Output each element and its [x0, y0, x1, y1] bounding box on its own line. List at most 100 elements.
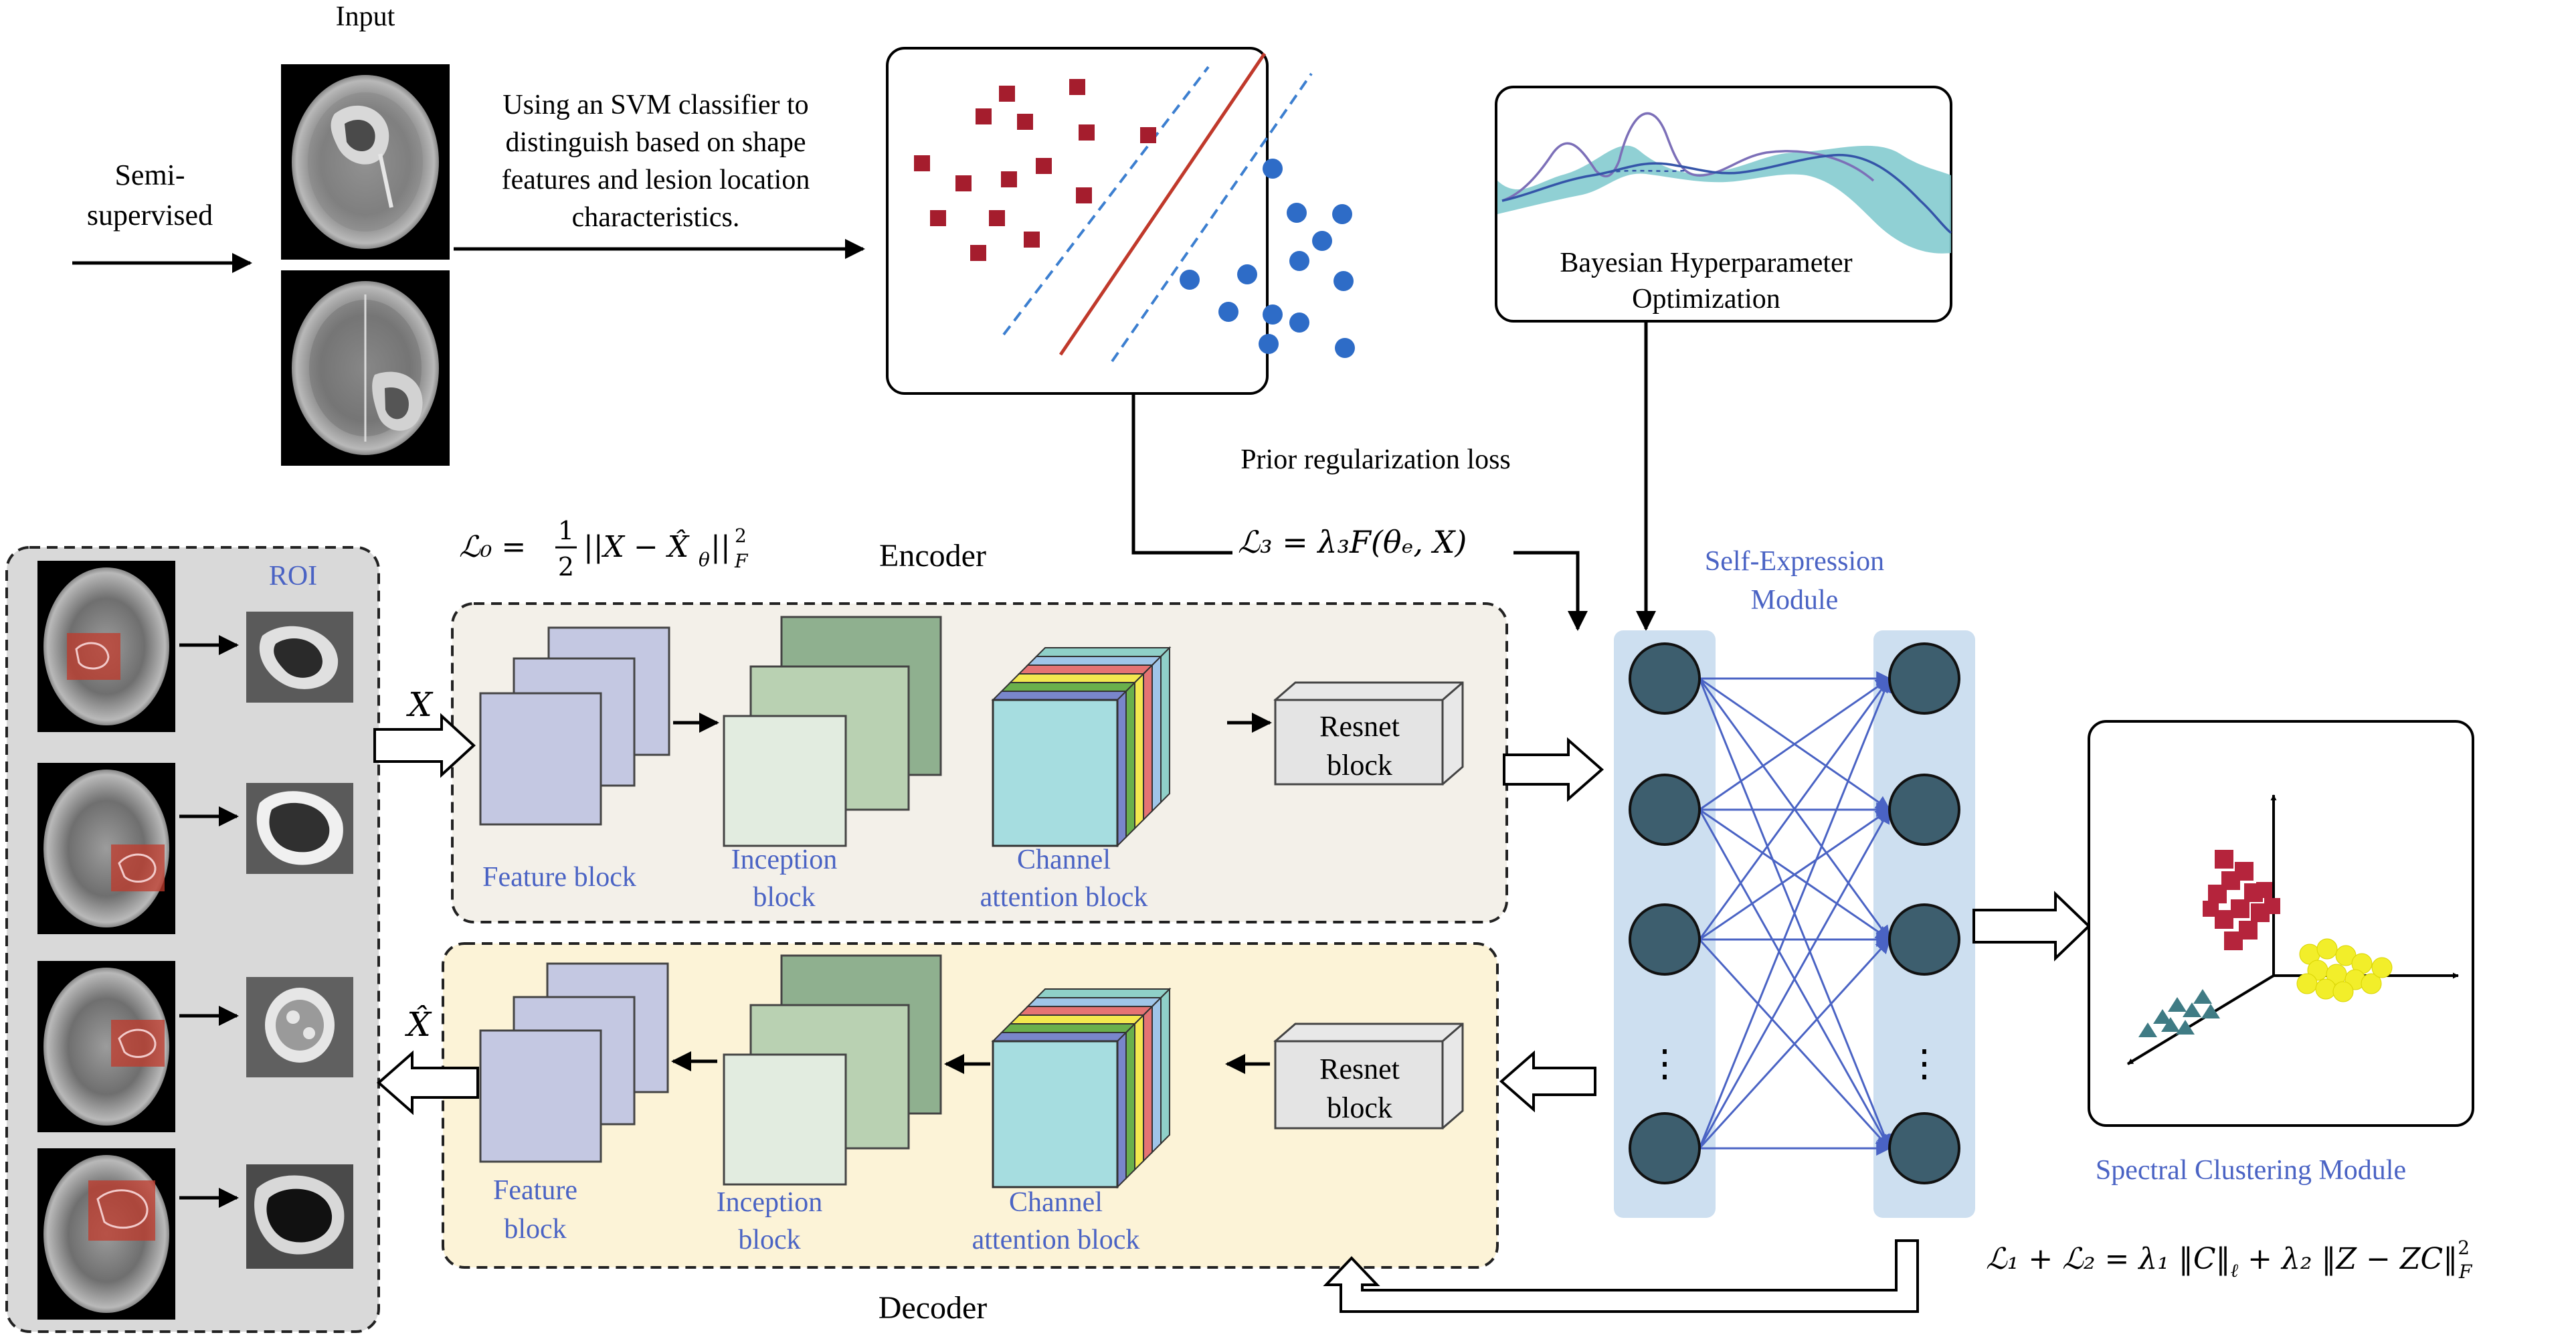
- svm-margin-upper: [1002, 66, 1210, 336]
- bayesian-target-curve: [1501, 112, 1875, 202]
- equation-l0-rhs: ||X − X̂: [583, 529, 690, 564]
- svm-box: [886, 47, 1269, 395]
- decoder-feature-label-2: block: [504, 1214, 566, 1245]
- self-expression-node-left: [1629, 903, 1701, 976]
- self-expression-to-spectral-arrow: [1972, 891, 2091, 962]
- self-expression-edge: [1699, 677, 1891, 811]
- decoder-feature-label-1: Feature: [493, 1175, 577, 1206]
- self-expression-edge: [1698, 938, 1891, 1150]
- decoder-resnet-block: [1273, 1022, 1464, 1130]
- channel-stripe-top: [1017, 664, 1154, 675]
- self-expression-node-right: [1888, 642, 1960, 715]
- equation-l12-sup: 2: [2458, 1237, 2470, 1259]
- decoder-channel-label-1: Channel: [1009, 1187, 1103, 1218]
- decoder-feature-block: [479, 962, 669, 1163]
- svm-margin-lower: [1111, 72, 1313, 363]
- channel-stripe-top: [1017, 1006, 1154, 1016]
- equation-l12-sub-l: ℓ: [2231, 1259, 2239, 1281]
- input-mri-1: [281, 64, 450, 260]
- decoder-channel-label-2: attention block: [972, 1225, 1140, 1255]
- spectral-title: Spectral Clustering Module: [2096, 1155, 2406, 1186]
- encoder-title: Encoder: [879, 538, 986, 573]
- encoder-channel-label-1: Channel: [1017, 844, 1111, 875]
- self-expression-edge: [1698, 677, 1892, 1149]
- bayesian-title-1: Bayesian Hyperparameter: [1560, 248, 1852, 278]
- decoder-output-symbol: X̂: [404, 1004, 432, 1044]
- encoder-inception-label-2: block: [753, 882, 815, 913]
- svm-class-a-points: [914, 79, 1156, 261]
- semi-supervised-label-1: Semi-: [114, 159, 185, 191]
- channel-stripe-side: [1117, 1031, 1127, 1189]
- channel-stripe-top: [991, 1032, 1128, 1042]
- svm-caption-4: characteristics.: [572, 202, 740, 233]
- spectral-box: [2088, 720, 2474, 1127]
- equation-l12-sub: F: [2458, 1261, 2473, 1283]
- roi-box: [5, 546, 380, 1333]
- input-mri-2: [281, 270, 450, 466]
- channel-stripe-side: [1134, 672, 1144, 830]
- encoder-panel: Encoder X Feature block Inception block …: [373, 538, 1604, 923]
- prior-loss-label: Prior regularization loss: [1240, 444, 1511, 475]
- spectral-cluster-yellow: [2296, 938, 2393, 1002]
- channel-stripe-top: [1034, 647, 1172, 657]
- spectral-cluster-red: [2203, 850, 2280, 950]
- channel-stripe-top: [1008, 1014, 1145, 1024]
- channel-stripe-side: [1143, 663, 1153, 822]
- self-expression-node-left: [1629, 774, 1701, 846]
- roi-row-2: [37, 763, 353, 934]
- equation-l0-rhs-end: ||: [711, 530, 731, 564]
- self-expression-title-2: Module: [1751, 585, 1839, 616]
- decoder-title: Decoder: [879, 1290, 988, 1326]
- channel-stripe-side: [1143, 1004, 1153, 1163]
- decoder-inception-label-1: Inception: [717, 1187, 823, 1218]
- self-expression-node-left: [1629, 1112, 1701, 1184]
- equation-l0-rhs-sub: θ: [699, 549, 710, 571]
- channel-stripe-side: [1160, 987, 1170, 1146]
- channel-stripe-side: [1152, 996, 1162, 1154]
- self-expression-right-ellipsis: ⋮: [1906, 1043, 1943, 1085]
- self-expression-edges: [1698, 671, 1892, 1156]
- encoder-resnet-label-2: block: [1327, 749, 1392, 782]
- self-expression-node-right: [1888, 903, 1960, 976]
- decoder-inception-label-2: block: [738, 1225, 800, 1255]
- channel-stripe-top: [1000, 1023, 1137, 1033]
- decoder-inception-block: [723, 954, 942, 1186]
- encoder-channel-label-2: attention block: [980, 882, 1148, 913]
- encoder-resnet-block: [1273, 681, 1464, 786]
- equation-l3-text: ℒ₃ = λ₃F(θₑ, X): [1238, 524, 1467, 560]
- equation-l0-frac-den: 2: [558, 552, 574, 582]
- self-expression-feedback-arrow: [1323, 1239, 1919, 1313]
- svm-caption-2: distinguish based on shape: [505, 127, 806, 158]
- channel-stripe-top: [991, 691, 1128, 701]
- encoder-input-arrow: [373, 713, 476, 778]
- channel-stripe-top: [1034, 988, 1172, 998]
- input-section: Input Semi- supervised Using an SVM clas…: [72, 1, 865, 466]
- self-expression-node-left: [1629, 642, 1701, 715]
- spectral-cluster-teal: [2138, 989, 2220, 1037]
- channel-stripe-side: [1152, 654, 1162, 813]
- decoder-output-arrow: [376, 1050, 479, 1116]
- equation-l12-mid: + λ₂ ‖Z − ZC‖: [2238, 1242, 2458, 1276]
- equation-l3: ℒ₃ = λ₃F(θₑ, X): [1232, 521, 1513, 561]
- svm-caption-3: features and lesion location: [502, 165, 810, 195]
- svm-class-b-points: [1180, 159, 1355, 358]
- roi-row-4: [37, 1148, 353, 1320]
- bayesian-panel: Bayesian Hyperparameter Optimization: [1495, 86, 1952, 631]
- encoder-inception-block: [723, 616, 942, 847]
- decoder-panel: Decoder X̂ Feature block Inception block…: [376, 942, 1919, 1326]
- channel-stripe-top: [1026, 997, 1163, 1007]
- prior-loss-connector: [1131, 395, 1588, 631]
- channel-stripe-top: [1000, 682, 1137, 692]
- roi-panel: ROI: [5, 546, 380, 1333]
- self-expression-edge: [1699, 808, 1891, 941]
- prior-loss: Prior regularization loss ℒ₃ = λ₃F(θₑ, X…: [1131, 395, 1588, 631]
- encoder-feature-label: Feature block: [482, 862, 636, 893]
- equation-l0: ℒ₀ = 1 2 ||X − X̂ θ || 2 F: [459, 516, 749, 582]
- channel-stripe-side: [1125, 681, 1135, 839]
- encoder-inception-label-1: Inception: [731, 844, 838, 875]
- input-title: Input: [336, 1, 395, 32]
- decoder-resnet-label-1: Resnet: [1319, 1053, 1400, 1085]
